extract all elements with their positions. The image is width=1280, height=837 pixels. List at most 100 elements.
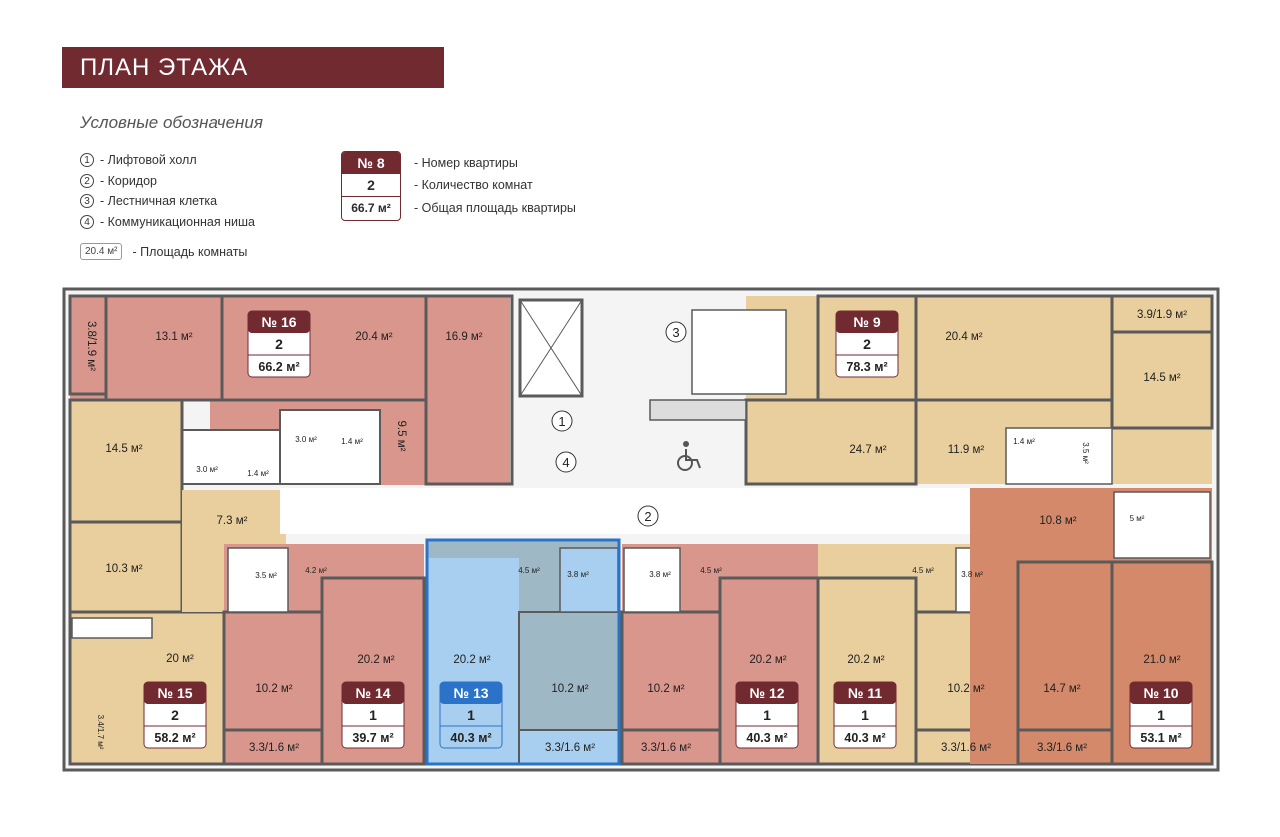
svg-text:20.2 м²: 20.2 м² (453, 654, 490, 666)
card-desc-number: - Номер квартиры (414, 156, 518, 170)
svg-text:4.5 м²: 4.5 м² (700, 566, 722, 575)
svg-text:1: 1 (1157, 707, 1165, 723)
svg-text:3.8 м²: 3.8 м² (649, 570, 671, 579)
svg-text:4: 4 (562, 455, 569, 470)
marker-circle: 1 (80, 153, 94, 167)
svg-text:40.3 м²: 40.3 м² (450, 731, 491, 745)
svg-text:14.5 м²: 14.5 м² (105, 443, 142, 455)
svg-text:1.4 м²: 1.4 м² (247, 469, 269, 478)
svg-text:3.8 м²: 3.8 м² (961, 570, 983, 579)
svg-text:№ 13: № 13 (453, 685, 488, 701)
apartment-9[interactable] (744, 294, 1214, 486)
legend-item-utility-niche: 4 - Коммуникационная ниша (80, 215, 255, 229)
legend-text: - Площадь комнаты (132, 244, 248, 259)
legend-item-corridor: 2 - Коридор (80, 174, 157, 188)
svg-text:3.0 м²: 3.0 м² (196, 465, 218, 474)
svg-text:20.2 м²: 20.2 м² (847, 654, 884, 666)
apartment-card-16[interactable]: № 16 2 66.2 м² (247, 310, 311, 378)
svg-text:3.3/1.6 м²: 3.3/1.6 м² (941, 742, 991, 754)
apartment-card-10[interactable]: № 10 1 53.1 м² (1129, 681, 1193, 749)
svg-text:3.5 м²: 3.5 м² (255, 571, 277, 580)
svg-text:40.3 м²: 40.3 м² (844, 731, 885, 745)
svg-text:20.2 м²: 20.2 м² (749, 654, 786, 666)
marker-corridor: 2 (637, 505, 659, 527)
svg-text:78.3 м²: 78.3 м² (846, 360, 887, 374)
marker-stairwell: 3 (665, 321, 687, 343)
apartment-card-15[interactable]: № 15 2 58.2 м² (143, 681, 207, 749)
svg-text:3.3/1.6 м²: 3.3/1.6 м² (545, 742, 595, 754)
svg-text:39.7 м²: 39.7 м² (352, 731, 393, 745)
svg-text:66.2 м²: 66.2 м² (258, 360, 299, 374)
svg-text:3.0 м²: 3.0 м² (295, 435, 317, 444)
svg-text:3.3/1.6 м²: 3.3/1.6 м² (249, 742, 299, 754)
svg-text:58.2 м²: 58.2 м² (154, 731, 195, 745)
apartment-card-9[interactable]: № 9 2 78.3 м² (835, 310, 899, 378)
svg-text:4.5 м²: 4.5 м² (912, 566, 934, 575)
page-title: ПЛАН ЭТАЖА (62, 47, 444, 88)
legend-heading: Условные обозначения (80, 113, 263, 132)
card-desc-area: - Общая площадь квартиры (414, 201, 576, 215)
apartment-12[interactable] (620, 544, 820, 766)
svg-text:2: 2 (275, 336, 283, 352)
marker-utility-niche: 4 (555, 451, 577, 473)
marker-circle: 3 (80, 194, 94, 208)
apartment-10[interactable] (970, 488, 1214, 766)
svg-text:10.2 м²: 10.2 м² (647, 683, 684, 695)
svg-text:24.7 м²: 24.7 м² (849, 444, 886, 456)
apartment-card-12[interactable]: № 12 1 40.3 м² (735, 681, 799, 749)
svg-text:1: 1 (369, 707, 377, 723)
svg-text:21.0 м²: 21.0 м² (1143, 654, 1180, 666)
svg-text:7.3 м²: 7.3 м² (217, 515, 248, 527)
svg-text:3.8 м²: 3.8 м² (567, 570, 589, 579)
svg-text:10.2 м²: 10.2 м² (947, 683, 984, 695)
svg-text:20.4 м²: 20.4 м² (945, 331, 982, 343)
legend-item-elevator-hall: 1 - Лифтовой холл (80, 153, 197, 167)
svg-text:3.8/1.9 м²: 3.8/1.9 м² (85, 321, 97, 371)
legend-text: - Лестничная клетка (100, 194, 218, 208)
svg-text:10.2 м²: 10.2 м² (551, 683, 588, 695)
svg-text:1: 1 (558, 414, 565, 429)
svg-text:1: 1 (467, 707, 475, 723)
svg-text:14.7 м²: 14.7 м² (1043, 683, 1080, 695)
svg-text:5 м²: 5 м² (1130, 514, 1145, 523)
apartment-card-14[interactable]: № 14 1 39.7 м² (341, 681, 405, 749)
svg-text:10.8 м²: 10.8 м² (1039, 515, 1076, 527)
svg-text:1: 1 (861, 707, 869, 723)
svg-text:3: 3 (672, 325, 679, 340)
legend-text: - Коридор (100, 174, 158, 188)
svg-text:№ 14: № 14 (355, 685, 390, 701)
card-number: № 8 (342, 152, 400, 174)
svg-text:№ 11: № 11 (848, 685, 883, 701)
svg-text:4.2 м²: 4.2 м² (305, 566, 327, 575)
svg-text:№ 15: № 15 (157, 685, 192, 701)
card-desc-rooms: - Количество комнат (414, 178, 533, 192)
svg-text:№ 9: № 9 (853, 314, 880, 330)
legend-text: - Лифтовой холл (100, 153, 197, 167)
svg-text:20.4 м²: 20.4 м² (355, 331, 392, 343)
svg-text:11.9 м²: 11.9 м² (948, 444, 985, 456)
svg-text:3.9/1.9 м²: 3.9/1.9 м² (1137, 309, 1187, 321)
svg-text:4.5 м²: 4.5 м² (518, 566, 540, 575)
svg-text:1.4 м²: 1.4 м² (341, 437, 363, 446)
core (280, 298, 970, 534)
svg-text:10.3 м²: 10.3 м² (105, 563, 142, 575)
legend-item-stairwell: 3 - Лестничная клетка (80, 194, 217, 208)
svg-text:№ 12: № 12 (749, 685, 784, 701)
apartment-card-13[interactable]: № 13 1 40.3 м² (439, 681, 503, 749)
legend-text: - Коммуникационная ниша (100, 215, 255, 229)
svg-text:3.3/1.6 м²: 3.3/1.6 м² (641, 742, 691, 754)
svg-text:3.4/1.7 м²: 3.4/1.7 м² (96, 715, 105, 750)
svg-text:13.1 м²: 13.1 м² (155, 331, 192, 343)
apartment-card-11[interactable]: № 11 1 40.3 м² (833, 681, 897, 749)
svg-text:10.2 м²: 10.2 м² (255, 683, 292, 695)
wheelchair-icon (677, 441, 701, 471)
marker-circle: 2 (80, 174, 94, 188)
svg-text:9.5 м²: 9.5 м² (395, 421, 407, 452)
svg-text:2: 2 (644, 509, 651, 524)
marker-elevator-hall: 1 (551, 410, 573, 432)
card-rooms: 2 (342, 174, 400, 197)
legend-item-room-area: 20.4 м² - Площадь комнаты (80, 243, 247, 260)
apartment-13[interactable] (425, 538, 621, 766)
svg-text:1.4 м²: 1.4 м² (1013, 437, 1035, 446)
